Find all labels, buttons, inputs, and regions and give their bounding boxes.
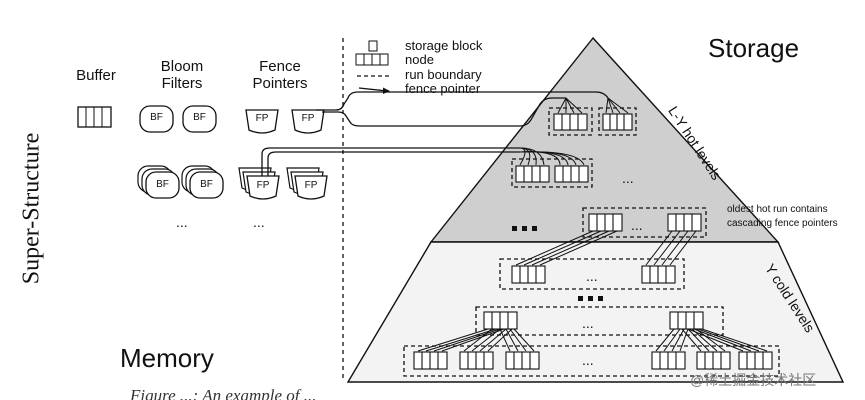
fence-pointers-label-line-1: Fence xyxy=(259,58,301,75)
bloom-filter-icon xyxy=(145,171,180,199)
memory-to-storage-pointers xyxy=(261,91,609,176)
hot-level-2-arrows xyxy=(519,147,585,166)
hot-level-1-nodes xyxy=(553,113,633,131)
fp-text: FP xyxy=(301,113,315,124)
hot-levels-region xyxy=(429,36,780,243)
bloom-filters-label: Bloom Filters xyxy=(144,58,220,92)
run-boundary xyxy=(582,207,707,238)
legend-label-storage-block: storage block xyxy=(405,38,483,53)
bloom-filter-icon xyxy=(189,171,224,199)
fp-text: FP xyxy=(256,180,270,191)
fence-pointer-icon xyxy=(245,109,279,134)
figure-caption: Figure ...: An example of ... xyxy=(130,386,317,400)
run-boundary xyxy=(548,107,593,136)
cold-bottom-ellipsis: ... xyxy=(582,352,594,368)
storage-block-icon xyxy=(368,40,378,52)
bloom-filters-label-line-2: Filters xyxy=(161,75,203,92)
cascading-fence-pointers xyxy=(515,230,697,266)
bloom-ellipsis: ... xyxy=(176,214,188,230)
annotation-line-1: oldest hot run contains xyxy=(727,204,828,215)
fence-pointer-row-2 xyxy=(238,167,328,200)
bloom-filter-row-1 xyxy=(139,105,217,133)
legend-label-run-boundary: run boundary xyxy=(405,67,482,82)
cold-level-2-nodes xyxy=(483,311,704,330)
bf-text: BF xyxy=(193,112,206,123)
fence-ellipsis: ... xyxy=(253,214,265,230)
fence-pointer-icon xyxy=(246,175,280,200)
memory-title: Memory xyxy=(120,343,214,373)
hot-level-2-nodes xyxy=(515,165,589,183)
run-boundary xyxy=(475,306,724,336)
hot-level-ellipsis: ... xyxy=(622,170,634,186)
watermark: @稀土掘金技术社区 xyxy=(690,372,817,388)
fp-text: FP xyxy=(255,113,269,124)
bloom-filter-row-2 xyxy=(137,165,224,199)
bf-text: BF xyxy=(200,179,213,190)
fence-pointer-icon xyxy=(294,175,328,200)
fence-pointers-label-line-2: Pointers xyxy=(252,75,308,92)
storage-title: Storage xyxy=(708,33,800,63)
fence-pointer-row-1 xyxy=(245,109,325,134)
buffer-label: Buffer xyxy=(76,67,116,84)
annotation-line-2: cascading fence pointers xyxy=(727,218,838,229)
fp-text: FP xyxy=(304,180,318,191)
legend-label-node: node xyxy=(405,52,434,67)
level-ellipsis-dots xyxy=(512,226,603,301)
run-boundary xyxy=(499,258,685,290)
legend xyxy=(355,40,390,94)
bf-text: BF xyxy=(156,179,169,190)
super-structure-label: Super-Structure xyxy=(18,132,45,285)
cold-level-2-ellipsis: ... xyxy=(582,315,594,331)
run-boundary xyxy=(598,107,637,136)
bloom-filters-label-line-1: Bloom xyxy=(160,58,204,75)
oldest-run-annotation: oldest hot run contains cascading fence … xyxy=(727,203,838,231)
hot-oldest-run-nodes xyxy=(588,213,702,232)
bf-text: BF xyxy=(150,112,163,123)
buffer-node xyxy=(77,106,112,128)
hot-run-ellipsis: ... xyxy=(631,217,643,233)
cold-level-1-ellipsis: ... xyxy=(586,268,598,284)
cold-level-1-nodes xyxy=(511,265,676,284)
fence-pointer-icon xyxy=(291,109,325,134)
node-icon xyxy=(355,53,389,66)
bloom-filter-icon xyxy=(182,105,217,133)
bloom-filter-icon xyxy=(139,105,174,133)
fence-pointers-label: Fence Pointers xyxy=(238,58,322,92)
run-boundary xyxy=(511,158,593,188)
cold-bottom-nodes xyxy=(413,351,773,370)
cold-bottom-arrows xyxy=(417,328,768,352)
fence-pointer-arrow-icon xyxy=(358,87,390,94)
legend-label-fence-pointer: fence pointer xyxy=(405,81,481,96)
hot-level-1-arrows xyxy=(557,97,629,114)
run-boundary xyxy=(403,345,780,377)
